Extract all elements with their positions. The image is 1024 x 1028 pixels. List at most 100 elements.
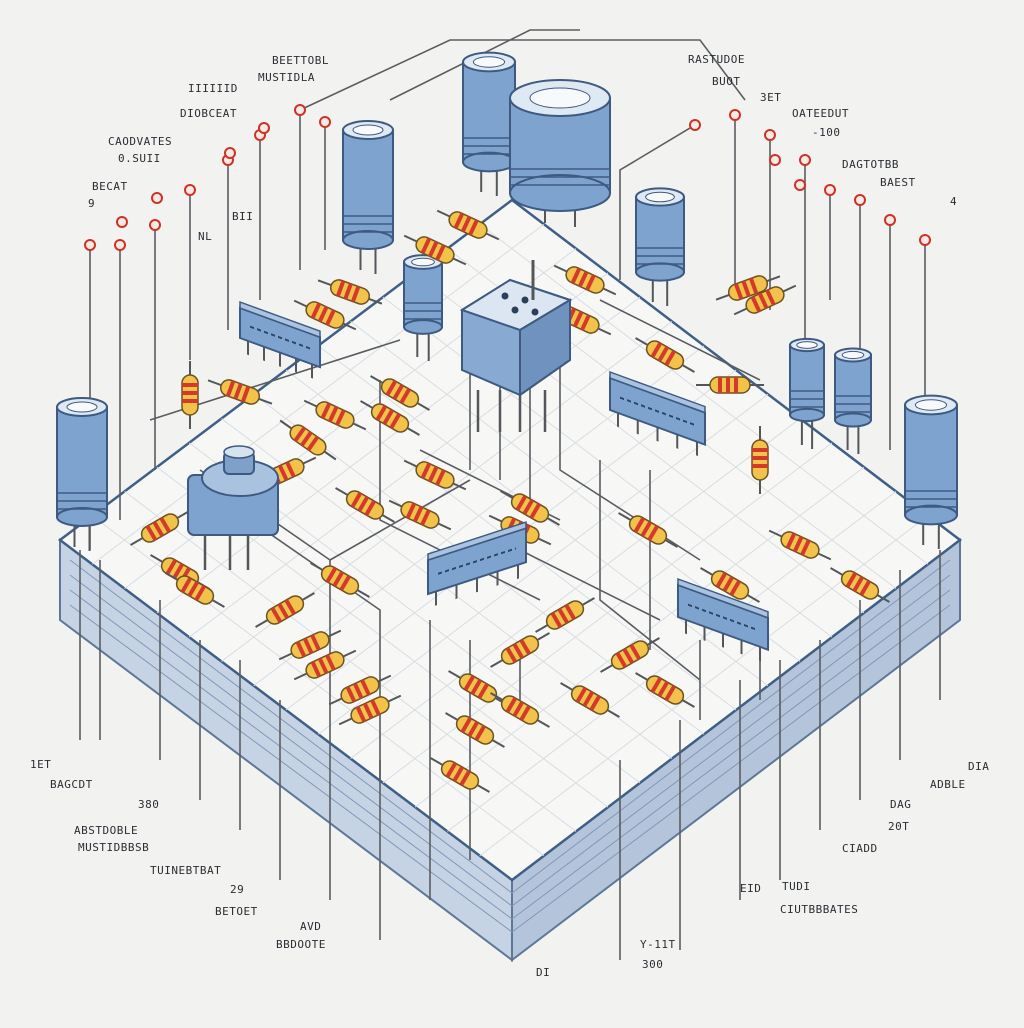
resistor-icon [403,234,467,266]
label-board-mark-2: BII [232,210,253,223]
terminal-node [84,239,96,251]
resistor-icon [255,592,315,628]
resistor-icon [618,512,678,548]
terminal-nodes [84,104,931,251]
terminal-node [319,116,331,128]
resistor-icon [430,757,490,793]
resistor-icon [553,264,617,296]
resistor-icon [436,209,500,241]
label-left-4: BECAT [92,180,128,193]
capacitor-icon [509,79,611,227]
resistor-icon [293,299,357,331]
label-bottom-right-1: EID [740,882,761,895]
label-bottom-center-2: Y-11T [640,938,676,951]
resistor-icon [490,692,550,728]
resistor-icon [635,337,695,373]
label-left-3: 0.SUII [118,152,161,165]
capacitor-icon [403,254,443,361]
label-top-right-2: BUOT [712,75,741,88]
resistor-icon [490,632,550,668]
label-right-bottom-2: ADBLE [930,778,966,791]
label-left-2: CAODVATES [108,135,172,148]
label-bottom-center-3: 300 [642,958,663,971]
capacitor-icon [635,187,685,306]
resistor-icon [830,567,890,603]
capacitor-icon [904,394,958,549]
label-right-bottom-5: CIADD [842,842,878,855]
label-bottom-left-9: AVD [300,920,321,933]
resistor-icon [165,572,225,608]
label-bottom-left-6: TUINEBTBAT [150,864,221,877]
label-bottom-right-3: CIUTBBBATES [780,903,858,916]
callout-labels: BEETTOBL MUSTIDLA IIIIIID DIOBCEAT CAODV… [30,53,989,979]
resistor-icon [600,637,660,673]
label-right-4: BAEST [880,176,916,189]
label-bottom-left-4: ABSTDOBLE [74,824,138,837]
resistor-icon [130,510,190,546]
terminal-node [884,214,896,226]
label-right-bottom-3: DAG [890,798,911,811]
label-left-5: 9 [88,197,95,210]
resistor-icon [560,682,620,718]
label-bottom-left-10: BBDOOTE [276,938,326,951]
resistor-icon [293,649,357,681]
label-right-2: -100 [812,126,841,139]
components [56,51,958,793]
resistor-icon [700,567,760,603]
terminal-node [294,104,306,116]
capacitor-icon [834,347,872,454]
resistor-icon [317,279,383,305]
ic-chip-icon [677,577,769,662]
terminal-node [854,194,866,206]
ic-chip-icon [427,521,527,606]
terminal-node [729,109,741,121]
potentiometer-icon [187,445,279,570]
label-right-5: 4 [950,195,957,208]
resistor-icon [303,399,367,431]
resistor-icon [360,400,420,436]
resistor-icon [445,712,505,748]
terminal-node [151,192,163,204]
label-board-mark-1: NL [198,230,212,243]
resistor-icon [310,562,370,598]
capacitor-icon [342,120,394,274]
label-bottom-left-7: 29 [230,883,244,896]
terminal-node [184,184,196,196]
label-top-right-3: 3ET [760,91,781,104]
resistor-icon [696,376,764,394]
capacitor-icon [462,51,516,196]
label-right-bottom-1: DIA [968,760,989,773]
terminal-node [258,122,270,134]
terminal-node [689,119,701,131]
label-bottom-left-8: BETOET [215,905,258,918]
label-right-1: OATEEDUT [792,107,849,120]
label-left-1: DIOBCEAT [180,107,237,120]
label-right-bottom-4: 20T [888,820,909,833]
resistor-icon [751,426,769,494]
terminal-node [149,219,161,231]
label-top-left-2: MUSTIDLA [258,71,315,84]
label-right-3: DAGTOTBB [842,158,899,171]
terminal-node [224,147,236,159]
resistor-icon [207,379,273,405]
resistor-icon [448,670,508,706]
label-bottom-left-3: 380 [138,798,159,811]
resistor-icon [181,361,199,429]
terminal-node [794,179,806,191]
label-top-left-1: BEETTOBL [272,54,329,67]
label-bottom-right-2: TUDI [782,880,811,893]
terminal-node [764,129,776,141]
resistor-icon [278,629,342,661]
label-bottom-left-5: MUSTIDBBSB [78,841,149,854]
capacitor-icon [789,337,825,449]
resistor-icon [338,694,402,726]
resistor-icon [733,284,797,316]
resistor-icon [388,499,452,531]
terminal-node [769,154,781,166]
label-top-right-1: RASTUDOE [688,53,745,66]
resistor-icon [370,375,430,411]
terminal-node [116,216,128,228]
resistor-icon [635,672,695,708]
resistor-icon [279,419,337,461]
